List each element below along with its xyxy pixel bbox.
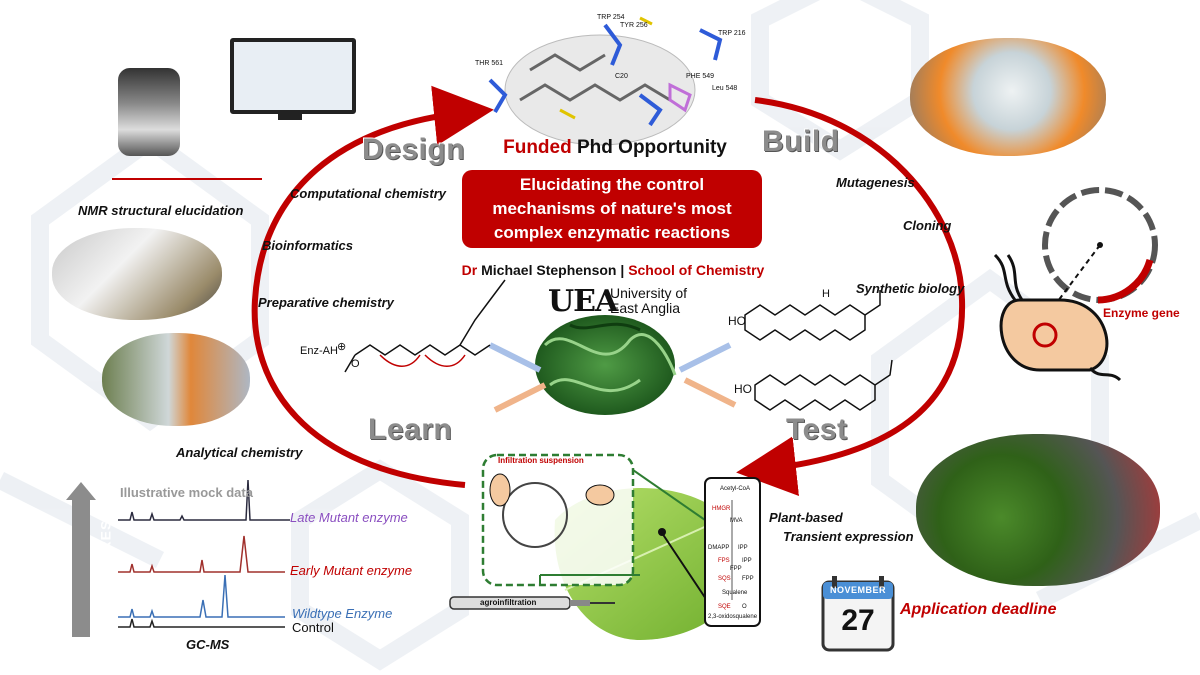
agroinfiltration-label: agroinfiltration: [480, 598, 537, 607]
phase-test: Test: [786, 413, 848, 446]
bacterium-cell: [993, 253, 1122, 382]
progress-label: PROGRESS: [97, 509, 114, 597]
university-name: University of East Anglia: [610, 286, 687, 316]
deadline-label: Application deadline: [900, 601, 1057, 618]
pathway-enzyme: HMGR: [712, 506, 731, 512]
university-name-line: University of: [610, 285, 688, 301]
active-site-structure: [488, 16, 723, 146]
gcms-label: GC-MS: [186, 637, 230, 652]
title-funded: Funded: [503, 137, 572, 158]
banner-line: Elucidating the control: [519, 175, 705, 194]
pathway-step: IPP: [742, 558, 752, 564]
infiltration-suspension-label: Infiltration suspension: [498, 456, 584, 465]
author-school: School of Chemistry: [628, 262, 765, 278]
residue-label: PHE 549: [686, 73, 715, 80]
pathway-step: Squalene: [722, 590, 748, 596]
pathway-enzyme: FPS: [718, 558, 730, 564]
pathway-step: DMAPP: [708, 545, 730, 551]
residue-label: Leu 548: [712, 85, 738, 92]
residue-label: C20: [615, 73, 628, 80]
nmr-tube-photo: [118, 68, 180, 156]
design-item: Bioinformatics: [262, 238, 354, 253]
control-label: Control: [292, 620, 334, 635]
phase-build: Build: [762, 125, 840, 158]
lab-worker-photo: [52, 228, 222, 320]
pathway-step: MVA: [730, 518, 743, 524]
residue-label: TRP 216: [718, 30, 746, 37]
design-item: Preparative chemistry: [258, 295, 394, 310]
pathway-enzyme: SQE: [718, 604, 731, 610]
vials-photo: [102, 333, 250, 426]
pathway-step: O: [742, 604, 747, 610]
petri-dish-photo: [910, 38, 1106, 156]
early-mutant-label: Early Mutant enzyme: [290, 563, 413, 578]
leaf-infiltration: [449, 453, 744, 640]
pathway-enzyme: SQS: [718, 576, 731, 582]
pathway-step: FPP: [730, 566, 742, 572]
plants-photo: [916, 434, 1160, 586]
phase-design: Design: [362, 133, 466, 166]
analytical-label: Analytical chemistry: [176, 445, 303, 460]
build-item: Synthetic biology: [856, 281, 965, 296]
author-separator: |: [620, 262, 625, 278]
pathway-step: 2,3-oxidosqualene: [708, 614, 758, 620]
build-item: Mutagenesis: [836, 175, 915, 190]
nmr-label: NMR structural elucidation: [78, 203, 244, 218]
page-title: Funded Phd Opportunity: [470, 137, 760, 159]
progress-arrow-shape: [66, 482, 96, 637]
test-item: Plant-based: [769, 510, 843, 525]
mock-data-label: Illustrative mock data: [120, 485, 253, 500]
protein-ribbon: [535, 315, 677, 415]
author-name: Michael Stephenson: [481, 262, 617, 278]
banner-line: mechanisms of nature's most: [492, 199, 732, 218]
triterpene-products: [744, 290, 893, 411]
gcms-traces: [118, 479, 290, 628]
project-banner: Elucidating the control mechanisms of na…: [462, 170, 762, 248]
residue-label: TYR 256: [620, 22, 648, 29]
h-label: H: [822, 288, 830, 300]
ho-label: HO: [734, 382, 752, 396]
wildtype-label: Wildtype Enzyme: [292, 606, 393, 621]
residue-label: THR 561: [475, 60, 504, 67]
calendar-day: 27: [841, 604, 875, 637]
enzyme-label: Enz-AH: [300, 345, 338, 357]
nmr-spectrum-shape: [112, 178, 262, 180]
phase-learn: Learn: [368, 413, 453, 446]
pathway-step: IPP: [738, 545, 748, 551]
build-item: Cloning: [903, 218, 952, 233]
monitor-stand: [278, 112, 302, 120]
charge-label: ⊕: [337, 341, 347, 353]
banner-line: complex enzymatic reactions: [493, 223, 731, 242]
pathway-step: Acetyl-CoA: [720, 486, 751, 492]
monitor-icon: [230, 38, 356, 114]
pathway-step: FPP: [742, 576, 754, 582]
late-mutant-label: Late Mutant enzyme: [290, 510, 408, 525]
university-name-line: East Anglia: [610, 300, 681, 316]
uea-logo: UEA: [548, 284, 618, 319]
supervisor-line: Dr Michael Stephenson | School of Chemis…: [438, 262, 788, 278]
design-item: Computational chemistry: [290, 186, 447, 201]
title-phd: Phd Opportunity: [577, 137, 727, 158]
enzyme-gene-label: Enzyme gene: [1103, 306, 1180, 320]
ho-label: HO: [728, 314, 746, 328]
calendar-icon: [821, 576, 895, 652]
test-item: Transient expression: [783, 529, 914, 544]
oxidosqualene-chain: [344, 279, 506, 373]
oxygen-label: O: [351, 358, 360, 370]
calendar-month: NOVEMBER: [829, 585, 886, 595]
author-title: Dr: [461, 262, 478, 278]
residue-label: TRP 254: [597, 14, 625, 21]
